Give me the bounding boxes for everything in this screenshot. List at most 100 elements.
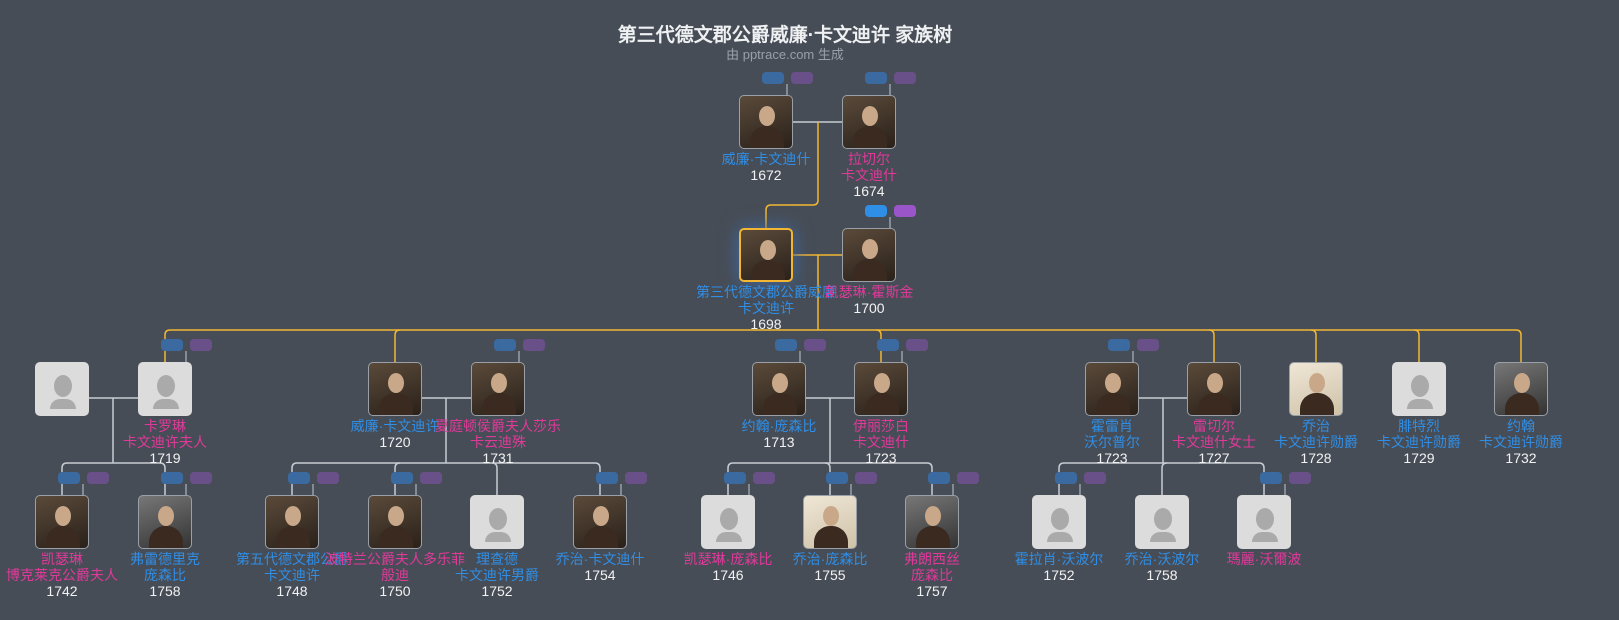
- person-node[interactable]: [1135, 495, 1189, 549]
- person-name: 威廉·卡文迪什: [721, 151, 811, 167]
- person-node[interactable]: [701, 495, 755, 549]
- show-mother-button[interactable]: [804, 339, 826, 351]
- parent-toggle[interactable]: [762, 72, 814, 84]
- show-father-button[interactable]: [865, 72, 887, 84]
- show-mother-button[interactable]: [190, 339, 212, 351]
- person-node[interactable]: [854, 362, 908, 416]
- person-node[interactable]: [138, 362, 192, 416]
- show-mother-button[interactable]: [1084, 472, 1106, 484]
- parent-toggle[interactable]: [1108, 339, 1160, 351]
- show-mother-button[interactable]: [1137, 339, 1159, 351]
- show-father-button[interactable]: [865, 205, 887, 217]
- show-mother-button[interactable]: [753, 472, 775, 484]
- person-node[interactable]: [905, 495, 959, 549]
- show-father-button[interactable]: [775, 339, 797, 351]
- show-mother-button[interactable]: [791, 72, 813, 84]
- show-mother-button[interactable]: [894, 205, 916, 217]
- show-father-button[interactable]: [391, 472, 413, 484]
- portrait-body: [379, 526, 413, 548]
- person-name: 沃尔普尔: [1084, 434, 1140, 450]
- birth-year: 1700: [853, 300, 885, 316]
- person-node[interactable]: [35, 362, 89, 416]
- parent-toggle[interactable]: [161, 472, 213, 484]
- parent-toggle[interactable]: [775, 339, 827, 351]
- parent-toggle[interactable]: [865, 205, 917, 217]
- person-name: 凯瑟琳·霍斯金: [824, 284, 914, 300]
- show-mother-button[interactable]: [190, 472, 212, 484]
- show-father-button[interactable]: [1055, 472, 1077, 484]
- parent-toggle[interactable]: [1260, 472, 1312, 484]
- person-node[interactable]: [739, 95, 793, 149]
- person-node[interactable]: [265, 495, 319, 549]
- person-node[interactable]: [739, 228, 793, 282]
- portrait-face: [1105, 373, 1121, 393]
- person-node[interactable]: [842, 228, 896, 282]
- person-node[interactable]: [1289, 362, 1343, 416]
- person-node[interactable]: [1032, 495, 1086, 549]
- person-name: 霍拉肖·沃波尔: [1014, 551, 1104, 567]
- show-father-button[interactable]: [928, 472, 950, 484]
- birth-year: 1758: [1146, 567, 1178, 583]
- show-mother-button[interactable]: [87, 472, 109, 484]
- show-mother-button[interactable]: [625, 472, 647, 484]
- person-node[interactable]: [35, 495, 89, 549]
- person-node[interactable]: [1494, 362, 1548, 416]
- person-node[interactable]: [1237, 495, 1291, 549]
- person-node[interactable]: [138, 495, 192, 549]
- portrait-body: [814, 526, 848, 548]
- parent-toggle[interactable]: [826, 472, 878, 484]
- show-father-button[interactable]: [288, 472, 310, 484]
- show-father-button[interactable]: [596, 472, 618, 484]
- show-father-button[interactable]: [724, 472, 746, 484]
- person-node[interactable]: [368, 362, 422, 416]
- person-node[interactable]: [368, 495, 422, 549]
- parent-toggle[interactable]: [494, 339, 546, 351]
- birth-year: 1672: [750, 167, 782, 183]
- show-mother-button[interactable]: [855, 472, 877, 484]
- person-node[interactable]: [752, 362, 806, 416]
- portrait-body: [853, 259, 887, 281]
- parent-toggle[interactable]: [724, 472, 776, 484]
- parent-toggle[interactable]: [161, 339, 213, 351]
- show-father-button[interactable]: [161, 339, 183, 351]
- person-node[interactable]: [470, 495, 524, 549]
- show-mother-button[interactable]: [894, 72, 916, 84]
- parent-toggle[interactable]: [288, 472, 340, 484]
- person-node[interactable]: [842, 95, 896, 149]
- portrait-body: [1096, 393, 1130, 415]
- parent-toggle[interactable]: [877, 339, 929, 351]
- person-node[interactable]: [573, 495, 627, 549]
- person-node[interactable]: [1392, 362, 1446, 416]
- person-node[interactable]: [1085, 362, 1139, 416]
- show-father-button[interactable]: [762, 72, 784, 84]
- person-name: 卡文迪许勋爵: [1274, 434, 1358, 450]
- parent-toggle[interactable]: [596, 472, 648, 484]
- show-father-button[interactable]: [877, 339, 899, 351]
- portrait-face: [772, 373, 788, 393]
- parent-toggle[interactable]: [1055, 472, 1107, 484]
- show-mother-button[interactable]: [906, 339, 928, 351]
- show-father-button[interactable]: [494, 339, 516, 351]
- show-father-button[interactable]: [1260, 472, 1282, 484]
- show-mother-button[interactable]: [420, 472, 442, 484]
- show-father-button[interactable]: [161, 472, 183, 484]
- birth-year: 1698: [750, 316, 782, 332]
- person-node[interactable]: [471, 362, 525, 416]
- parent-toggle[interactable]: [58, 472, 110, 484]
- show-mother-button[interactable]: [1289, 472, 1311, 484]
- parent-toggle[interactable]: [391, 472, 443, 484]
- show-mother-button[interactable]: [317, 472, 339, 484]
- parent-toggle[interactable]: [865, 72, 917, 84]
- show-father-button[interactable]: [1108, 339, 1130, 351]
- show-father-button[interactable]: [826, 472, 848, 484]
- person-node[interactable]: [803, 495, 857, 549]
- show-mother-button[interactable]: [957, 472, 979, 484]
- show-father-button[interactable]: [58, 472, 80, 484]
- person-node[interactable]: [1187, 362, 1241, 416]
- parent-toggle[interactable]: [928, 472, 980, 484]
- show-mother-button[interactable]: [523, 339, 545, 351]
- person-placeholder-icon: [1051, 508, 1069, 530]
